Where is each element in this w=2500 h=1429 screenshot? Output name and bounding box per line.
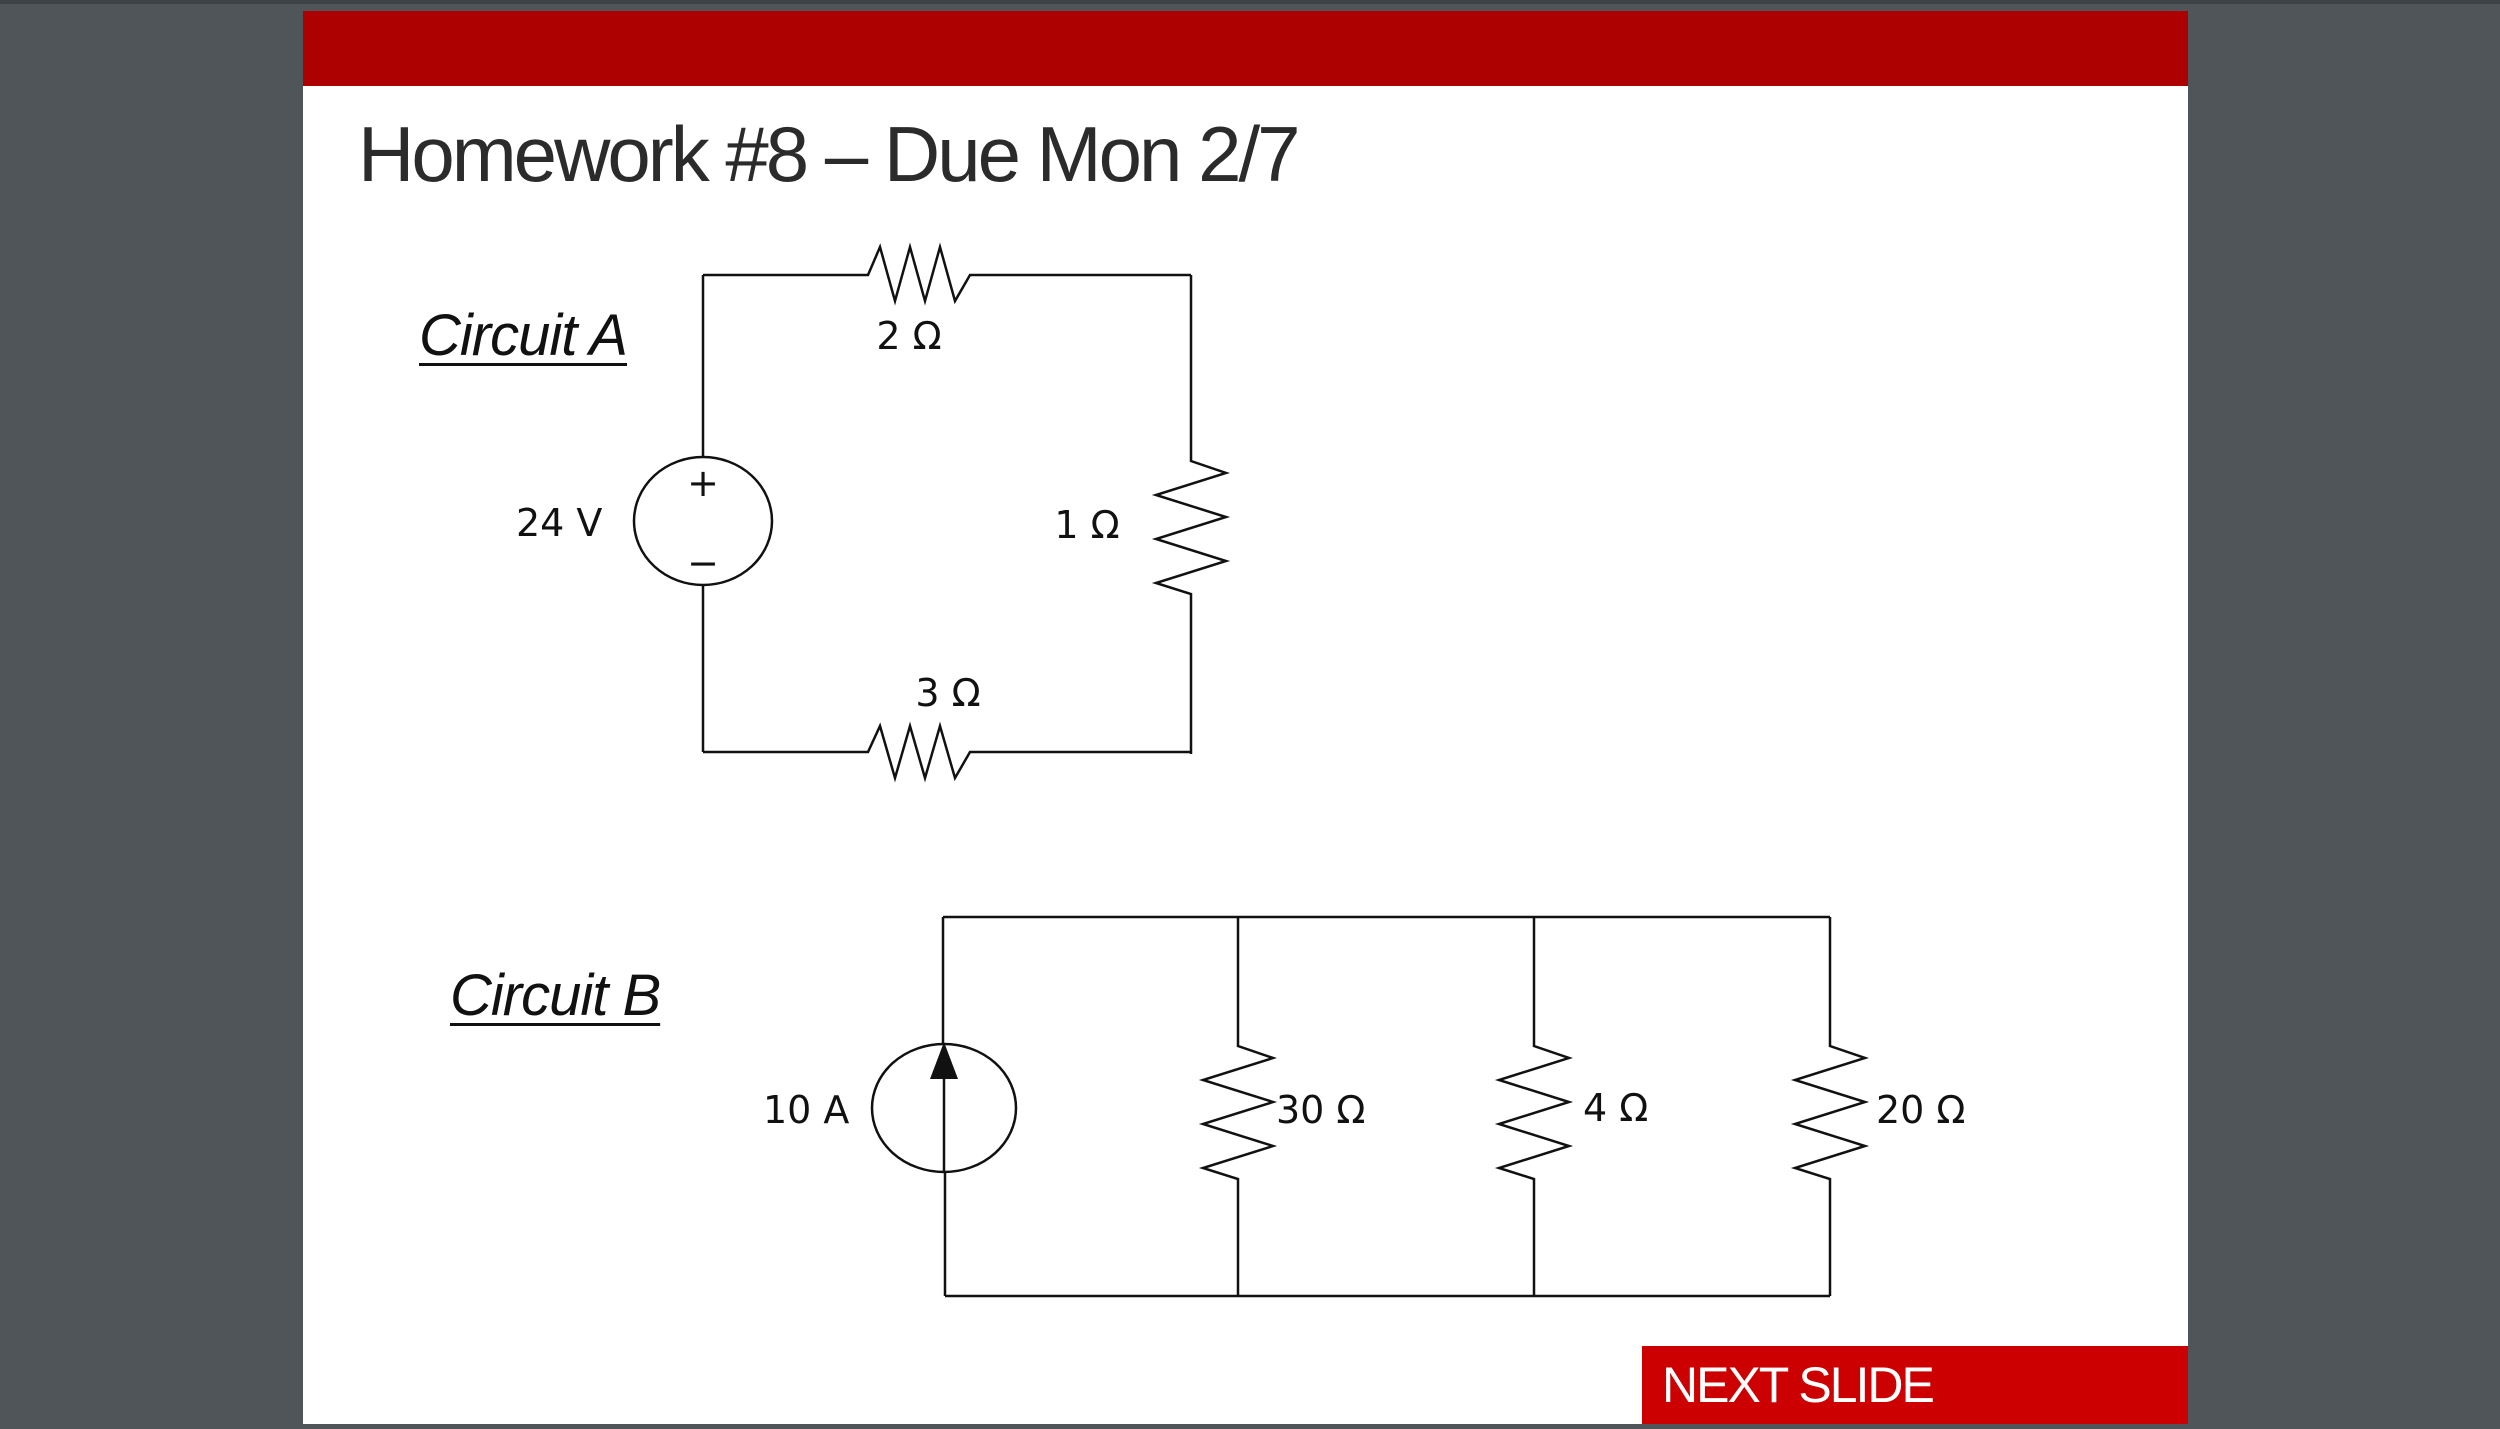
circuit-b — [870, 915, 1870, 1298]
resistor-30-ohm-branch — [1198, 917, 1278, 1296]
resistor-1-ohm-label: 1 Ω — [1054, 503, 1119, 547]
resistor-2-ohm-label: 2 Ω — [876, 314, 941, 358]
circuit-diagrams: + − 24 V 2 Ω 1 Ω 3 Ω 10 A 30 Ω 4 Ω 20 — [516, 242, 1965, 1298]
circuit-a-bottom-wire — [703, 721, 1191, 783]
resistor-3-ohm-label: 3 Ω — [915, 671, 980, 715]
window-top-edge — [0, 0, 2500, 4]
resistor-4-ohm-branch — [1494, 917, 1574, 1296]
voltage-source-plus: + — [687, 461, 719, 505]
circuit-a — [632, 242, 1231, 783]
slide: Homework #8 – Due Mon 2/7 Circuit A Circ… — [303, 11, 2188, 1424]
resistor-20-ohm-branch — [1790, 917, 1870, 1296]
resistor-4-ohm-label: 4 Ω — [1583, 1086, 1648, 1130]
next-slide-button[interactable]: NEXT SLIDE — [1642, 1346, 2188, 1424]
voltage-source-label: 24 V — [516, 501, 602, 545]
circuit-a-right-wire — [1151, 275, 1231, 754]
circuit-b-title: Circuit B — [450, 963, 661, 1028]
page-title: Homework #8 – Due Mon 2/7 — [358, 110, 1300, 198]
voltage-source-symbol — [632, 455, 774, 587]
current-source-arrow-head — [930, 1042, 958, 1079]
current-source-label: 10 A — [763, 1088, 849, 1132]
circuit-a-title: Circuit A — [419, 303, 628, 368]
resistor-20-ohm-label: 20 Ω — [1876, 1088, 1965, 1132]
slide-banner — [303, 11, 2188, 86]
circuit-a-top-wire — [703, 242, 1191, 306]
resistor-30-ohm-label: 30 Ω — [1276, 1088, 1365, 1132]
voltage-source-minus: − — [687, 541, 719, 585]
